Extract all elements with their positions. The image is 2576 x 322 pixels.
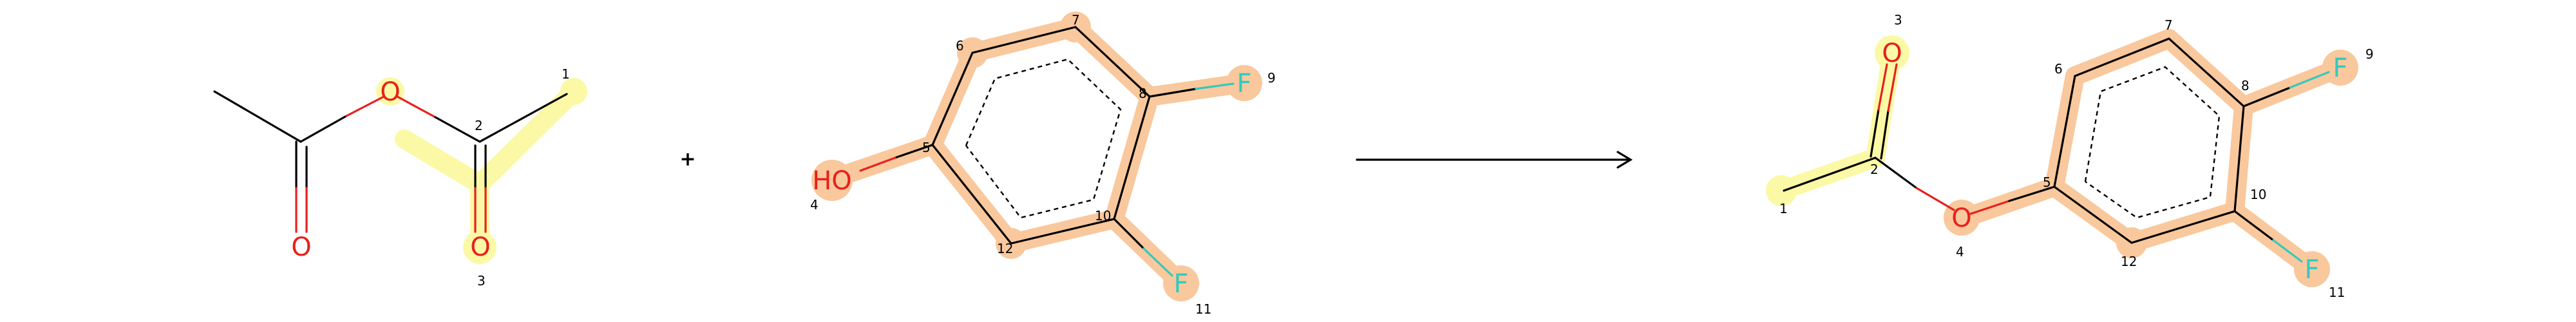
highlight-atom-o4 [811,160,853,201]
atom-map-2: 2 [475,118,483,133]
bond-o4-c5-black [2008,185,2056,202]
bond-c2-o3-double-b2 [1887,63,1898,112]
atom-map-8: 8 [2241,78,2249,93]
bond-c10-f11-black [2233,210,2275,242]
bond-c2-o3-double-a2 [1877,63,1888,111]
bond-o-c2-black [434,116,481,143]
atom-map-10: 10 [1095,208,1111,223]
atom-map-3: 3 [477,273,486,289]
atom-o4: O [1951,204,1971,233]
bond-c-o-red [345,95,385,117]
atom-ho: HO [812,166,852,196]
bond-c-o-black [299,115,348,143]
atom-f11: F [1173,269,1188,299]
bond-c8-f9-teal [1195,82,1235,90]
atom-map-5: 5 [922,140,931,155]
bond-c2-o4-red [1915,187,1955,211]
atom-map-11: 11 [1195,301,1211,317]
highlight-ring [2045,29,2253,252]
bond-c8-f9-black [1148,88,1197,98]
highlight-bond-o3-c2 [1866,43,1902,167]
reaction-arrow [1356,151,1633,169]
highlight-atom-o3 [1875,35,1909,70]
highlight-bond-o-c2 [395,129,489,194]
bond-c10-f11-teal [2272,239,2303,263]
bond-c10-f11-teal [1142,247,1173,277]
atom-map-6: 6 [2054,61,2063,77]
aromatic-circle [965,58,1122,219]
atom-map-10: 10 [2250,187,2266,202]
atom-o3: O [1882,39,1902,68]
bond-c8-f9-black [2242,86,2291,108]
highlight-atom-o3 [463,231,497,264]
atom-map-12: 12 [997,241,1013,256]
atom-map-5: 5 [2043,175,2051,190]
bond-c2-o3-double-a1 [1870,108,1880,158]
highlight-atom-f9 [2322,50,2358,86]
reactant-difluorophenol: HO F F 4 5 6 7 8 9 10 11 12 [810,12,1276,317]
bond-c2-o3-double-b1 [1880,109,1889,160]
bond-o-c2-red [396,95,437,118]
atom-o-ester: O [380,77,400,107]
atom-map-1: 1 [562,66,570,82]
bond-c5-o4-black [894,144,934,159]
highlight-atom-c1 [560,78,587,105]
bond-o4-c5-red [1969,200,2011,215]
atom-map-6: 6 [956,38,964,53]
arrow-head [1616,151,1633,169]
aromatic-circle [2084,66,2221,219]
bond-c10-f11-black [1113,218,1145,250]
bond-c2-o4-black [1874,156,1918,189]
atom-map-3: 3 [1894,12,1902,28]
atom-map-4: 4 [1956,244,1964,260]
atom-map-8: 8 [1139,86,1147,101]
atom-map-9: 9 [1267,70,1276,86]
highlight-bond-c2-c1 [470,82,583,194]
bond-c5-o4-red [859,156,896,172]
plus-sign: + [679,148,696,171]
atom-map-2: 2 [1870,162,1879,177]
atom-map-11: 11 [2329,285,2345,300]
highlight-atom-c1 [1766,175,1797,206]
highlight-atom-o-ester [376,77,404,106]
product-difluorophenyl-acetate: O O F F 1 2 3 4 5 6 7 8 9 10 11 12 [1766,12,2374,300]
atom-o3: O [470,232,490,262]
atom-map-7: 7 [1072,12,1080,28]
atom-f11: F [2304,255,2319,285]
atom-map-4: 4 [810,197,819,213]
atom-map-12: 12 [2121,254,2137,269]
bond-c2-c1 [1783,156,1877,192]
bond-c8-f9-teal [2289,71,2330,89]
atom-f9: F [1236,69,1251,99]
atom-map-1: 1 [1779,201,1788,216]
bond-ch3-c [213,90,302,143]
reactant-acetic-anhydride: O O O 1 2 3 [213,66,587,289]
highlight-atom-f11 [2294,251,2330,287]
atom-f9: F [2333,53,2347,83]
atom-map-7: 7 [2164,17,2173,33]
atom-o-carbonyl-left: O [291,232,311,262]
bond-c2-c1 [478,93,568,143]
highlight-atom-f9 [1226,65,1262,101]
atom-map-9: 9 [2365,46,2374,62]
